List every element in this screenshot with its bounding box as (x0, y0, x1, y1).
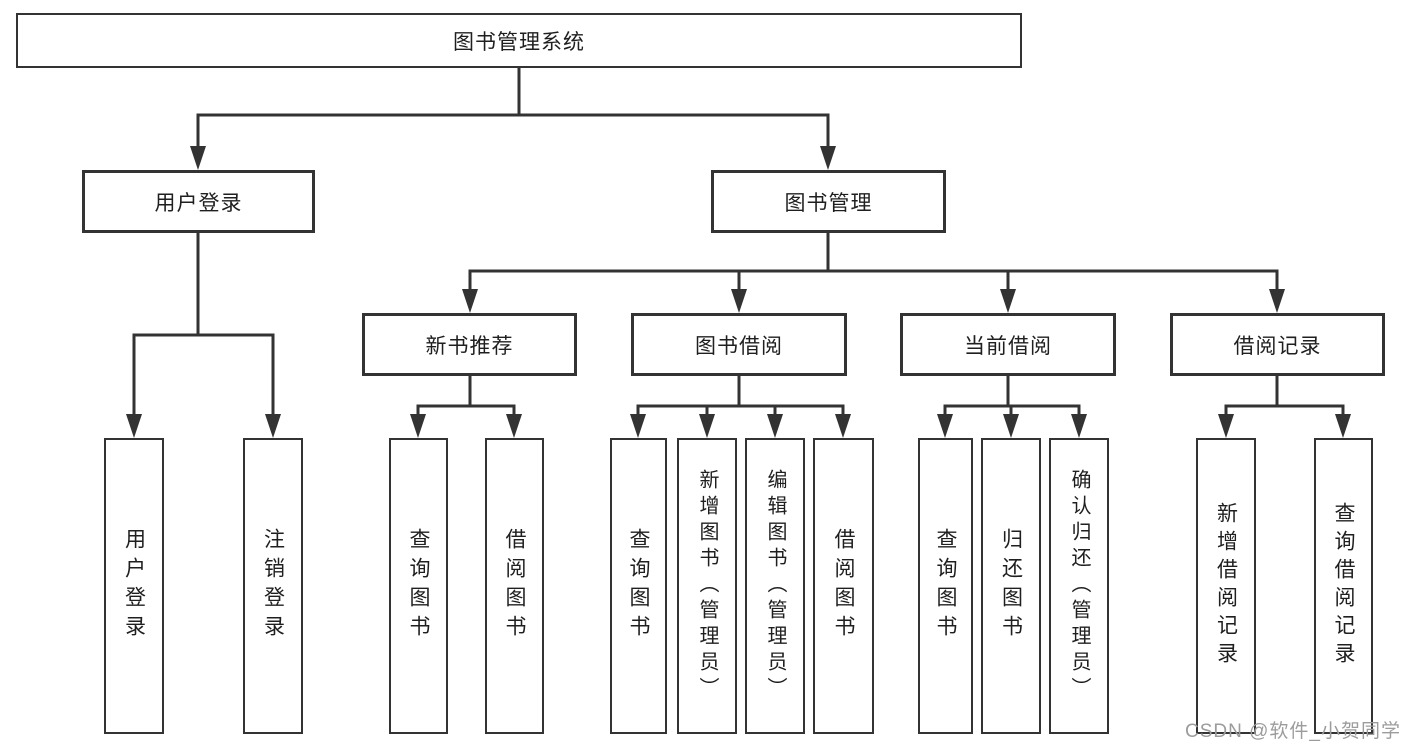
node-book-borrow: 图书借阅 (631, 313, 847, 376)
leaf-borrow-query-books: 查询图书 (610, 438, 667, 734)
node-book-borrow-label: 图书借阅 (695, 334, 783, 358)
node-new-book-recommend-label: 新书推荐 (425, 334, 514, 358)
node-book-management-label: 图书管理 (784, 191, 873, 215)
leaf-recommend-query-books-label: 查询图书 (407, 528, 430, 644)
leaf-recommend-borrow-books-label: 借阅图书 (503, 528, 526, 644)
leaf-add-books-admin-label: 新增图书（管理员） (696, 469, 718, 703)
node-user-login: 用户登录 (82, 170, 315, 233)
leaf-borrow-books: 借阅图书 (813, 438, 874, 734)
leaf-borrow-books-label: 借阅图书 (832, 528, 855, 644)
leaf-current-query-books: 查询图书 (918, 438, 973, 734)
node-current-borrow: 当前借阅 (900, 313, 1116, 376)
node-borrow-records-label: 借阅记录 (1233, 334, 1322, 358)
leaf-logout: 注销登录 (243, 438, 303, 734)
leaf-return-books-label: 归还图书 (999, 528, 1023, 644)
csdn-watermark: CSDN @软件_小贺同学 (1185, 721, 1401, 742)
leaf-borrow-query-books-label: 查询图书 (627, 528, 650, 644)
node-new-book-recommend: 新书推荐 (362, 313, 577, 376)
node-user-login-label: 用户登录 (154, 191, 243, 215)
node-borrow-records: 借阅记录 (1170, 313, 1385, 376)
leaf-logout-label: 注销登录 (261, 528, 285, 644)
node-library-management-system-label: 图书管理系统 (453, 30, 585, 54)
arrowheads (126, 146, 1351, 438)
leaf-query-borrow-record: 查询借阅记录 (1314, 438, 1373, 734)
leaf-confirm-return-admin: 确认归还（管理员） (1049, 438, 1109, 734)
leaf-edit-books-admin-label: 编辑图书（管理员） (764, 469, 786, 703)
leaf-add-borrow-record: 新增借阅记录 (1196, 438, 1256, 734)
node-library-management-system: 图书管理系统 (16, 13, 1022, 68)
leaf-recommend-borrow-books: 借阅图书 (485, 438, 544, 734)
leaf-return-books: 归还图书 (981, 438, 1041, 734)
leaf-confirm-return-admin-label: 确认归还（管理员） (1068, 469, 1090, 703)
leaf-recommend-query-books: 查询图书 (389, 438, 448, 734)
node-current-borrow-label: 当前借阅 (964, 334, 1052, 358)
leaf-current-query-books-label: 查询图书 (934, 528, 957, 644)
leaf-add-books-admin: 新增图书（管理员） (677, 438, 737, 734)
leaf-edit-books-admin: 编辑图书（管理员） (745, 438, 805, 734)
leaf-query-borrow-record-label: 查询借阅记录 (1332, 502, 1355, 670)
leaf-user-login: 用户登录 (104, 438, 164, 734)
leaf-user-login-label: 用户登录 (122, 528, 146, 644)
node-book-management: 图书管理 (711, 170, 946, 233)
leaf-add-borrow-record-label: 新增借阅记录 (1214, 502, 1238, 670)
